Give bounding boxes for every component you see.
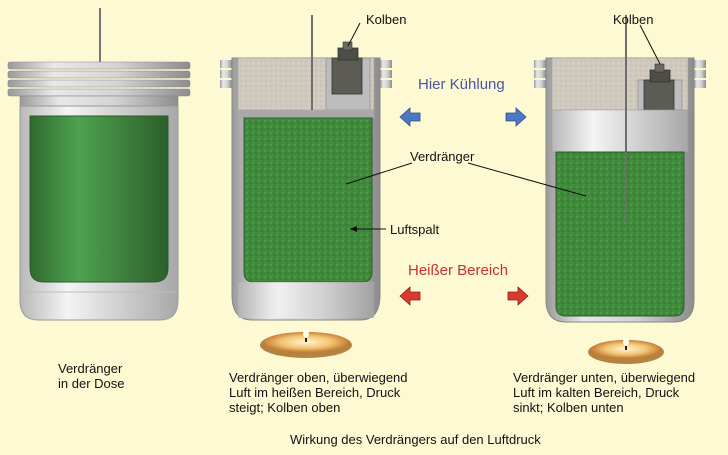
label-cooling: Hier Kühlung xyxy=(418,76,505,93)
displacer-middle xyxy=(243,117,373,283)
caption-displacer-down: Verdränger unten, überwiegend Luft im ka… xyxy=(513,370,696,415)
label-displacer: Verdränger xyxy=(410,149,475,164)
hot-arrow-left xyxy=(399,286,421,306)
piston-middle xyxy=(331,57,363,95)
caption-displacer-up: Verdränger oben, überwiegend Luft im hei… xyxy=(229,370,408,415)
can-lid-ribs xyxy=(7,61,191,107)
air-gap-arrowhead xyxy=(350,226,357,232)
label-air-gap: Luftspalt xyxy=(390,222,440,237)
caption-main: Wirkung des Verdrängers auf den Luftdruc… xyxy=(290,432,541,447)
cooling-arrow-right xyxy=(505,107,527,127)
piston-right xyxy=(643,79,675,113)
label-kolben-right: Kolben xyxy=(613,12,654,27)
label-kolben-middle: Kolben xyxy=(366,12,407,27)
cylinder-middle xyxy=(220,15,392,321)
cooling-arrow-left xyxy=(399,107,421,127)
label-hot-zone: Heißer Bereich xyxy=(408,262,509,279)
caption-can: Verdränger in der Dose xyxy=(58,361,125,391)
displacer-left xyxy=(29,115,169,283)
cylinder-right xyxy=(534,15,706,323)
candle-middle xyxy=(260,330,352,358)
hot-arrow-right xyxy=(507,286,529,306)
can-assembly xyxy=(7,8,191,321)
displacer-right xyxy=(555,151,685,317)
candle-right xyxy=(588,338,664,364)
